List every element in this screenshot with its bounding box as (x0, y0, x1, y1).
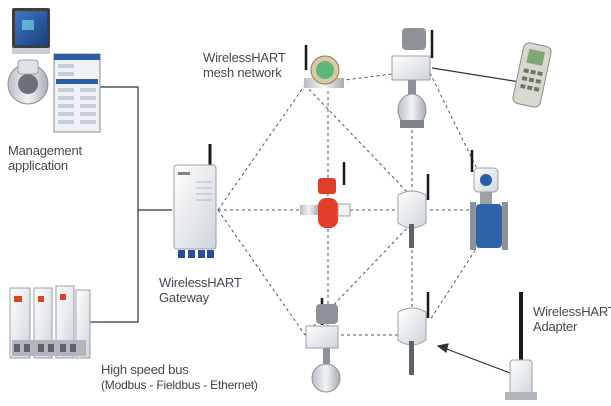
label-adapter: WirelessHART Adapter (533, 304, 611, 334)
mesh-links (217, 72, 486, 345)
label-gateway: WirelessHART Gateway (159, 275, 242, 305)
wireless-adapter-device-mid-icon (397, 174, 430, 248)
control-valve-top-icon (391, 28, 434, 128)
label-management-application: Management application (8, 143, 82, 173)
mesh-link (304, 72, 401, 86)
menu-rows (56, 64, 98, 124)
mesh-link (217, 209, 306, 336)
label-bus-protocols: (Modbus - Fieldbus - Ethernet) (101, 378, 258, 392)
wired-connections (90, 86, 172, 323)
controller-rack-icon (9, 285, 91, 359)
wirelesshart-adapter-icon (505, 292, 537, 400)
label-bus-title: High speed bus (101, 362, 189, 377)
wire-management-to-bus (97, 86, 139, 323)
electromagnetic-flowmeter-icon (470, 150, 508, 250)
handheld-communicator-icon (512, 42, 552, 108)
mesh-link (429, 72, 486, 186)
flowmeter-icon (7, 59, 49, 105)
mesh-link (217, 84, 306, 211)
wirelesshart-gateway-icon (173, 144, 217, 258)
control-valve-bottom-icon (305, 298, 341, 393)
mesh-link (304, 84, 411, 196)
label-mesh-network: WirelessHART mesh network (203, 50, 286, 80)
management-application-icon (7, 8, 101, 133)
handheld-link (431, 67, 521, 83)
adapter-arrow (436, 343, 511, 374)
wireless-adapter-device-bottom-icon (397, 292, 430, 375)
mesh-link (429, 234, 486, 321)
temperature-transmitter-icon (304, 45, 344, 88)
pressure-transmitter-icon (300, 162, 351, 228)
